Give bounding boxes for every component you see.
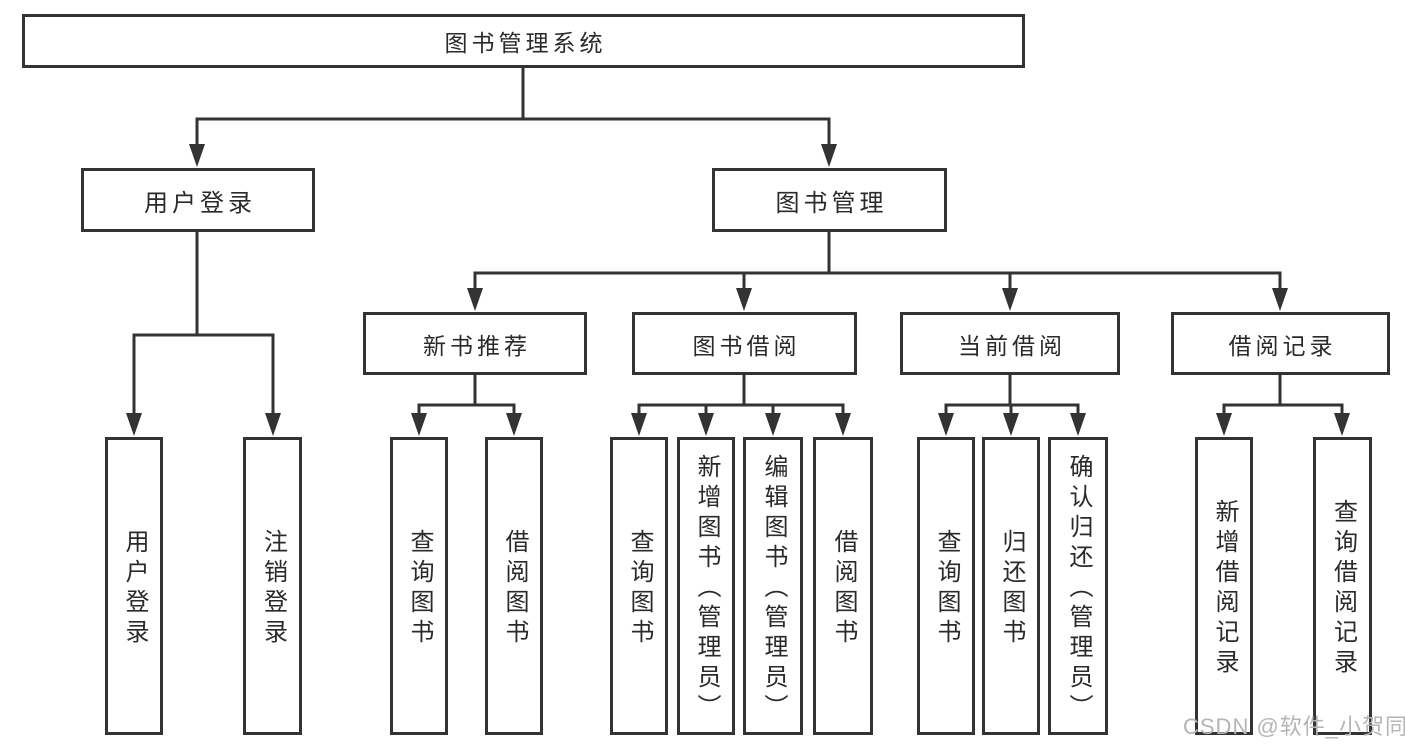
node-borrow-records: 借阅记录 (1171, 312, 1390, 375)
leaf-logout: 注销登录 (243, 437, 302, 735)
leaf-borrow-query-books: 查询图书 (610, 437, 668, 735)
leaf-edit-books-admin: 编辑图书（管理员） (743, 437, 803, 735)
leaf-add-borrow-record: 新增借阅记录 (1195, 437, 1253, 735)
leaf-user-login: 用户登录 (105, 437, 163, 735)
leaf-add-books-admin: 新增图书（管理员） (677, 437, 735, 735)
node-book-borrow: 图书借阅 (632, 312, 857, 375)
node-current-borrow: 当前借阅 (900, 312, 1120, 375)
leaf-return-books: 归还图书 (982, 437, 1040, 735)
node-user-login: 用户登录 (81, 168, 315, 232)
node-book-management: 图书管理 (712, 168, 947, 232)
watermark: CSDN @软件_小贺同学 (1183, 714, 1405, 739)
node-new-book-recommend: 新书推荐 (363, 312, 587, 375)
leaf-borrow-books: 借阅图书 (813, 437, 873, 735)
node-root: 图书管理系统 (22, 14, 1025, 68)
leaf-confirm-return-admin: 确认归还（管理员） (1048, 437, 1108, 735)
leaf-newbook-query-books: 查询图书 (390, 437, 448, 735)
leaf-newbook-borrow-books: 借阅图书 (485, 437, 543, 735)
leaf-current-query-books: 查询图书 (917, 437, 975, 735)
leaf-query-borrow-record: 查询借阅记录 (1313, 437, 1372, 735)
